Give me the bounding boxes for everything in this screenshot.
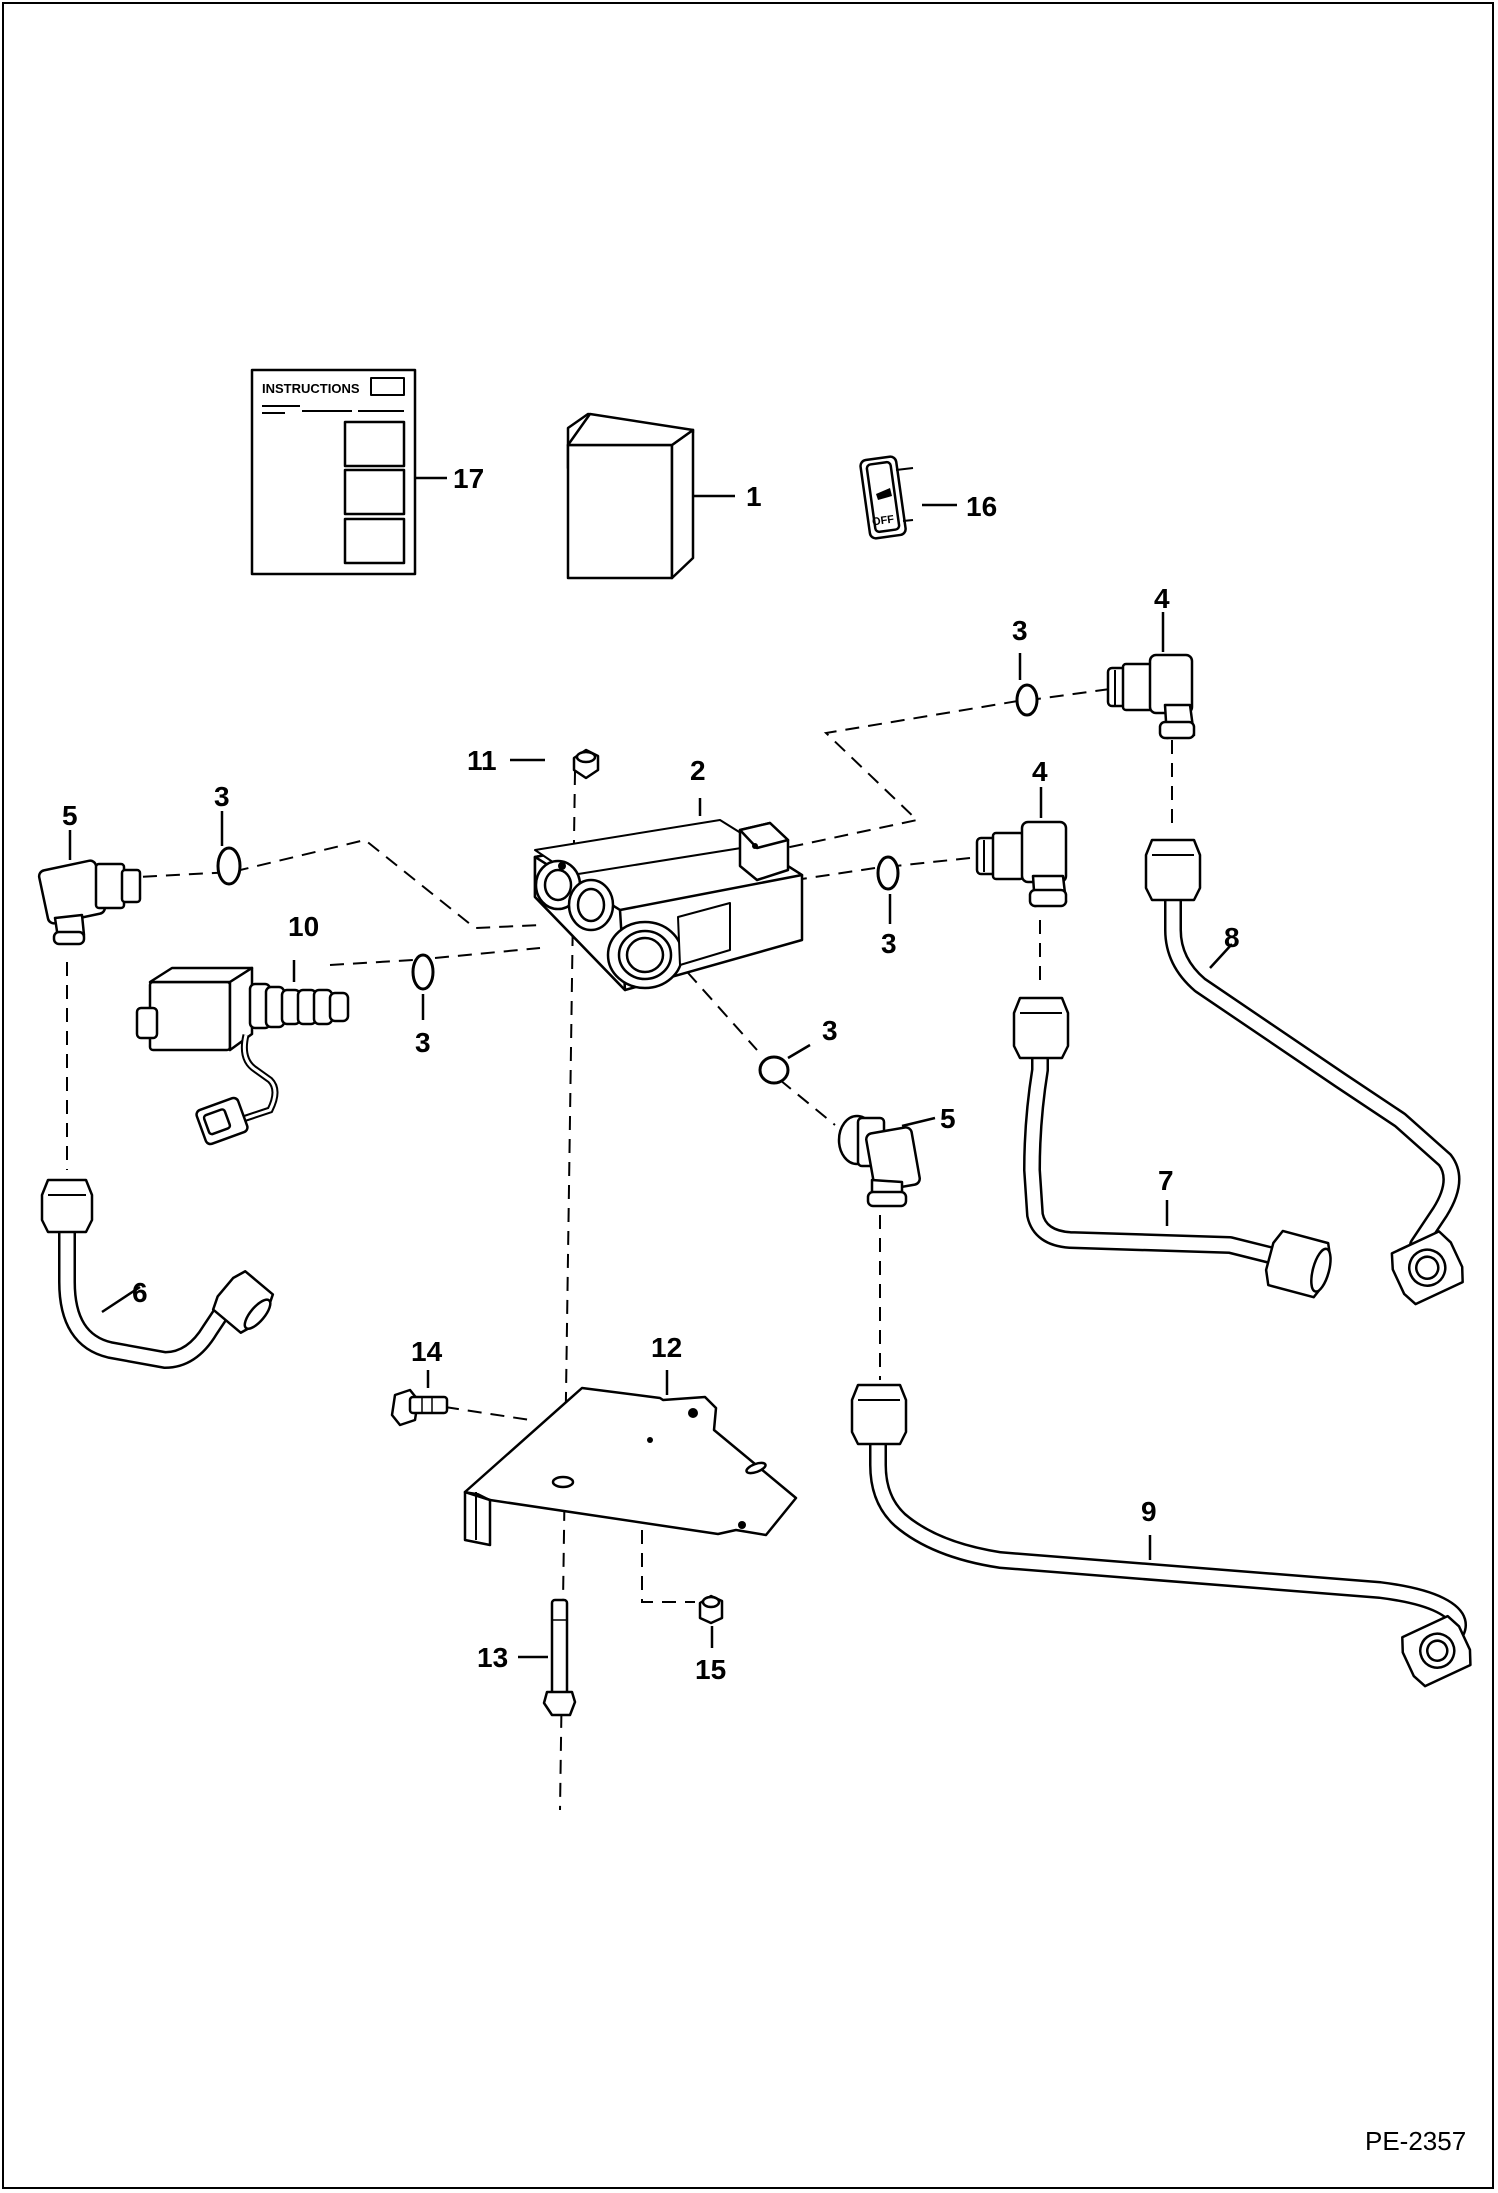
callout-3-lower-right: 3 <box>822 1015 838 1046</box>
callout-14: 14 <box>411 1336 443 1367</box>
assembly-dashed-lines <box>66 685 1173 1811</box>
part-2-valve-body <box>533 819 804 992</box>
part-7-tube <box>1012 996 1332 1299</box>
part-9-tube <box>850 1383 1472 1688</box>
callout-17: 17 <box>453 463 484 494</box>
part-8-tube <box>1144 838 1464 1306</box>
part-11-nut <box>572 748 600 780</box>
callout-4-middle: 4 <box>1032 756 1048 787</box>
part-15-nut <box>698 1594 724 1625</box>
part-1-box <box>566 412 695 580</box>
callout-8: 8 <box>1224 922 1240 953</box>
part-3-o-rings <box>216 683 1039 1085</box>
part-16-rocker-switch: OFF <box>859 455 914 540</box>
part-4-elbow-fitting-middle <box>975 820 1068 908</box>
callout-5-left: 5 <box>62 800 78 831</box>
part-4-elbow-fitting-top <box>1106 653 1196 740</box>
instructions-heading: INSTRUCTIONS <box>262 381 360 396</box>
part-5-elbow-fitting-lower <box>837 1114 921 1208</box>
callout-15: 15 <box>695 1654 726 1685</box>
callout-13: 13 <box>477 1642 508 1673</box>
callout-10: 10 <box>288 911 319 942</box>
figure-id: PE-2357 <box>1365 2126 1466 2156</box>
callout-5-lower: 5 <box>940 1103 956 1134</box>
callout-16: 16 <box>966 491 997 522</box>
part-14-bolt <box>390 1388 449 1427</box>
callout-7: 7 <box>1158 1165 1174 1196</box>
callout-11: 11 <box>467 745 497 776</box>
callout-6: 6 <box>132 1277 148 1308</box>
callout-3-top: 3 <box>1012 615 1028 646</box>
part-6-tube <box>40 1178 275 1369</box>
part-17-instructions-sheet: INSTRUCTIONS <box>250 368 417 576</box>
switch-off-label: OFF <box>871 513 895 528</box>
callout-2: 2 <box>690 755 706 786</box>
part-5-elbow-fitting-left <box>37 859 142 946</box>
part-10-solenoid <box>135 966 350 1146</box>
part-12-bracket <box>463 1386 798 1547</box>
callout-9: 9 <box>1141 1496 1157 1527</box>
callout-3-bottom: 3 <box>415 1027 431 1058</box>
part-13-long-bolt <box>542 1598 577 1717</box>
callout-4-top: 4 <box>1154 583 1170 614</box>
callout-3-right: 3 <box>881 928 897 959</box>
callout-3-left: 3 <box>214 781 230 812</box>
callout-12: 12 <box>651 1332 682 1363</box>
callout-1: 1 <box>746 481 762 512</box>
